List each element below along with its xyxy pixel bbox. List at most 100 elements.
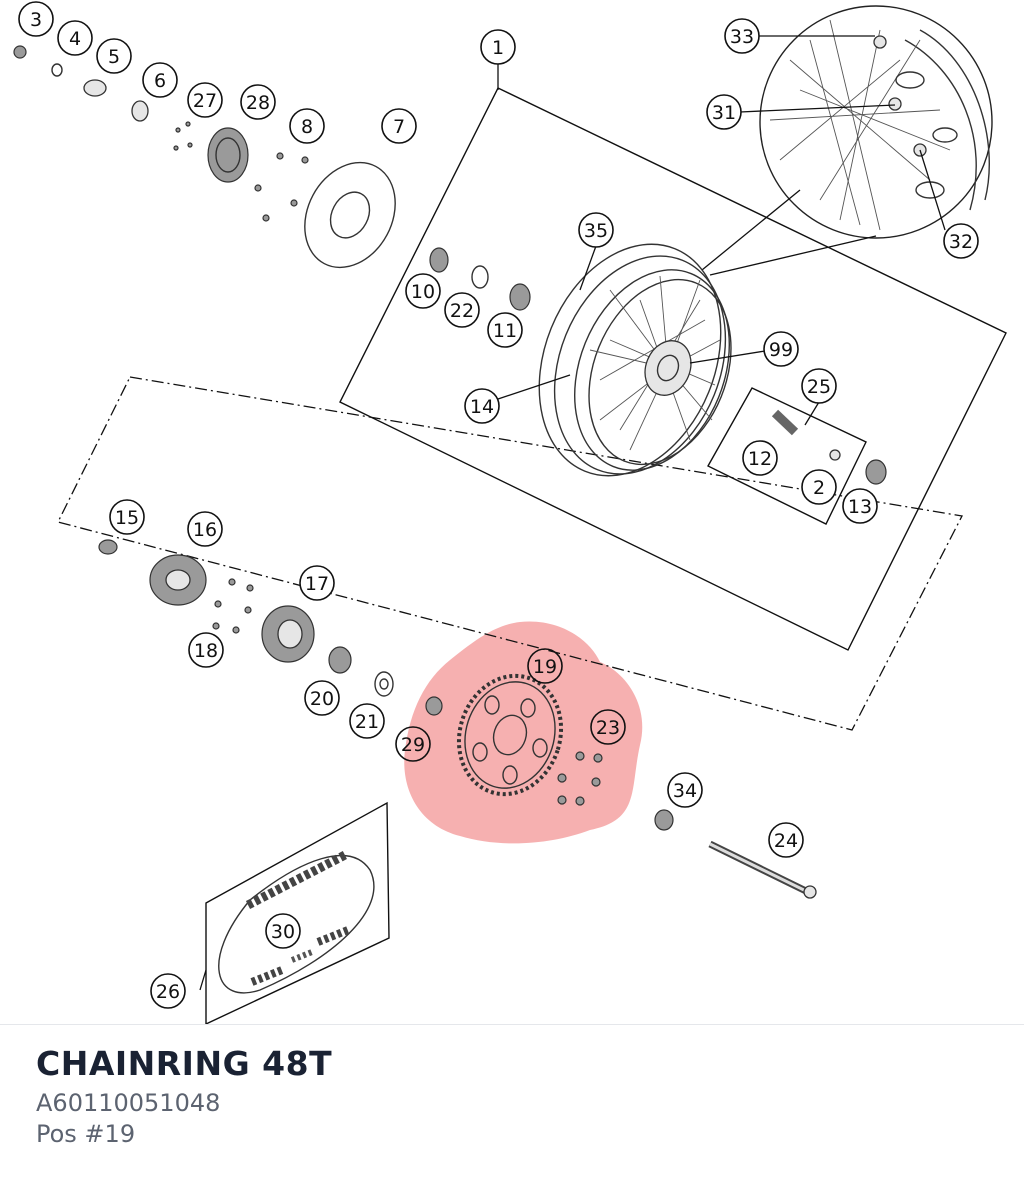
callout-3[interactable]: 3: [18, 1, 54, 37]
callout-label: 11: [493, 320, 517, 342]
part-title: CHAINRING 48T: [36, 1044, 333, 1083]
callout-label: 24: [774, 830, 798, 852]
callout-label: 26: [156, 981, 180, 1003]
callout-label: 14: [470, 396, 494, 418]
wheel-assembly-frame: [339, 87, 1007, 651]
callout-label: 5: [108, 46, 120, 68]
callout-2[interactable]: 2: [801, 469, 837, 505]
callout-5[interactable]: 5: [96, 38, 132, 74]
callout-label: 35: [584, 220, 608, 242]
chain-kit-frame: [205, 801, 390, 1024]
callout-label: 12: [748, 448, 772, 470]
callout-11[interactable]: 11: [487, 312, 523, 348]
callout-13[interactable]: 13: [842, 488, 878, 524]
callout-label: 27: [193, 90, 217, 112]
callout-25[interactable]: 25: [801, 368, 837, 404]
bearing-13: [865, 459, 887, 485]
callout-16[interactable]: 16: [187, 511, 223, 547]
callout-6[interactable]: 6: [142, 62, 178, 98]
hub-assembly-frame: [57, 376, 963, 731]
callout-12[interactable]: 12: [742, 440, 778, 476]
callout-7[interactable]: 7: [381, 108, 417, 144]
hub-bolts: [212, 578, 254, 634]
callout-label: 1: [492, 37, 504, 59]
spacer-2: [829, 449, 841, 461]
bushing-15: [98, 539, 118, 555]
part-number: A60110051048: [36, 1089, 221, 1117]
callout-label: 2: [813, 477, 825, 499]
callout-34[interactable]: 34: [667, 772, 703, 808]
callout-label: 21: [355, 711, 379, 733]
callout-label: 25: [807, 376, 831, 398]
nut: [13, 45, 27, 59]
callout-24[interactable]: 24: [768, 822, 804, 858]
callout-1[interactable]: 1: [480, 29, 516, 65]
panel-divider: [0, 1024, 1024, 1025]
callout-label: 3: [30, 9, 42, 31]
callout-label: 99: [769, 339, 793, 361]
callout-label: 34: [673, 780, 697, 802]
callout-label: 33: [730, 26, 754, 48]
callout-label: 18: [194, 640, 218, 662]
axle-kit-frame: [707, 387, 867, 525]
sprocket-nuts: [557, 751, 603, 806]
bearing-10: [429, 247, 449, 273]
washer: [51, 63, 63, 77]
callout-31[interactable]: 31: [706, 94, 742, 130]
callout-27[interactable]: 27: [187, 82, 223, 118]
callout-label: 32: [949, 231, 973, 253]
bearing: [131, 100, 149, 122]
callout-10[interactable]: 10: [405, 273, 441, 309]
callout-28[interactable]: 28: [240, 84, 276, 120]
callout-23[interactable]: 23: [590, 709, 626, 745]
callout-label: 6: [154, 70, 166, 92]
part-position: Pos #19: [36, 1120, 136, 1148]
axle-nut: [654, 809, 674, 831]
callout-33[interactable]: 33: [724, 18, 760, 54]
brake-disc: [304, 161, 396, 269]
callout-99[interactable]: 99: [763, 331, 799, 367]
callout-15[interactable]: 15: [109, 499, 145, 535]
spoke-detail-zoom: [759, 5, 993, 239]
callout-21[interactable]: 21: [349, 703, 385, 739]
callout-label: 23: [596, 717, 620, 739]
seal-ring: [207, 127, 249, 183]
callout-label: 29: [401, 734, 425, 756]
callout-22[interactable]: 22: [444, 292, 480, 328]
spacer: [83, 79, 107, 97]
rear-wheel-rim: [538, 243, 732, 477]
callout-26[interactable]: 26: [150, 973, 186, 1009]
circlip-22: [471, 265, 489, 289]
callout-label: 8: [301, 116, 313, 138]
callout-35[interactable]: 35: [578, 212, 614, 248]
selected-part-highlight[interactable]: [404, 621, 643, 844]
callout-18[interactable]: 18: [188, 632, 224, 668]
callout-29[interactable]: 29: [395, 726, 431, 762]
leader-lines: [199, 35, 946, 991]
bushing-29: [425, 696, 443, 716]
callout-20[interactable]: 20: [304, 680, 340, 716]
chainring-sprocket: [456, 673, 564, 797]
callout-4[interactable]: 4: [57, 20, 93, 56]
callout-19[interactable]: 19: [527, 648, 563, 684]
callout-17[interactable]: 17: [299, 565, 335, 601]
callout-label: 16: [193, 519, 217, 541]
callout-label: 20: [310, 688, 334, 710]
callout-32[interactable]: 32: [943, 223, 979, 259]
callout-label: 19: [533, 656, 557, 678]
callout-label: 17: [305, 573, 329, 595]
callout-label: 13: [848, 496, 872, 518]
bolts: [173, 121, 309, 222]
callout-label: 28: [246, 92, 270, 114]
callout-14[interactable]: 14: [464, 388, 500, 424]
bearing-20: [328, 646, 352, 674]
callout-30[interactable]: 30: [265, 913, 301, 949]
drive-chain: [218, 851, 375, 994]
callout-8[interactable]: 8: [289, 108, 325, 144]
callout-label: 7: [393, 116, 405, 138]
callout-label: 10: [411, 281, 435, 303]
distance-sleeve: [771, 409, 799, 436]
callout-label: 30: [271, 921, 295, 943]
